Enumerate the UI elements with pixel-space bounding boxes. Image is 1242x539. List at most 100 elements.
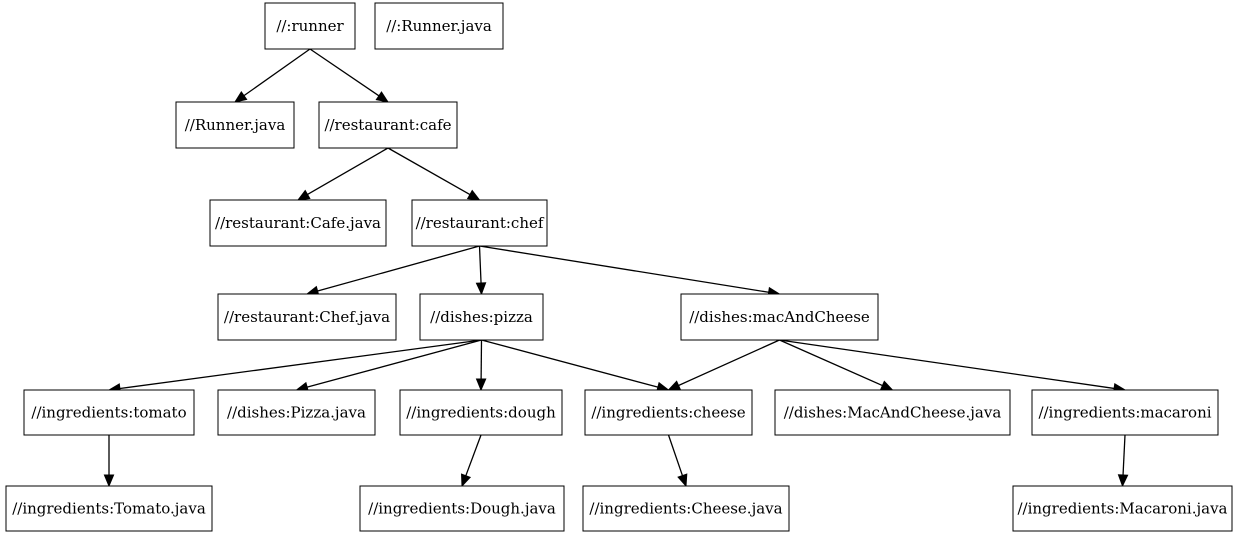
graph-edge: [475, 339, 487, 392]
node-box[interactable]: [774, 389, 1011, 436]
graph-node-ing_macaroni[interactable]: //ingredients:macaroni: [1031, 389, 1219, 436]
graph-edge: [461, 434, 482, 488]
edge-line: [667, 434, 684, 476]
graph-node-ing_dough[interactable]: //ingredients:dough: [399, 389, 563, 436]
edge-line: [119, 339, 482, 390]
node-label: //restaurant:cafe: [324, 116, 451, 134]
node-label: //dishes:macAndCheese: [689, 308, 870, 326]
edge-line: [779, 339, 883, 387]
node-box[interactable]: [318, 101, 458, 149]
graph-node-ing_dough_java[interactable]: //ingredients:Dough.java: [359, 485, 565, 532]
node-box[interactable]: [23, 389, 195, 436]
node-label: //restaurant:Chef.java: [224, 308, 390, 326]
node-box[interactable]: [1031, 389, 1219, 436]
node-box[interactable]: [582, 485, 790, 532]
edge-line: [243, 48, 311, 97]
graph-node-ing_cheese_java[interactable]: //ingredients:Cheese.java: [582, 485, 790, 532]
edge-arrowhead-icon: [103, 474, 115, 488]
edge-layer: [103, 48, 1129, 488]
node-box[interactable]: [175, 101, 295, 149]
graph-node-runner_java[interactable]: //Runner.java: [175, 101, 295, 149]
graph-node-dishes_macandcheese[interactable]: //dishes:macAndCheese: [680, 293, 879, 341]
node-box[interactable]: [217, 293, 397, 341]
graph-edge: [103, 435, 115, 488]
edge-arrowhead-icon: [466, 189, 481, 201]
graph-node-ing_cheese[interactable]: //ingredients:cheese: [584, 389, 753, 436]
edge-arrowhead-icon: [475, 282, 487, 296]
node-layer: //:runner //:Runner.java //Runner.java //re…: [5, 2, 1233, 532]
graph-node-ing_tomato[interactable]: //ingredients:tomato: [23, 389, 195, 436]
graph-edge: [481, 339, 670, 393]
graph-node-dishes_pizza[interactable]: //dishes:pizza: [419, 293, 544, 341]
edge-line: [1122, 434, 1126, 476]
edge-line: [306, 339, 482, 388]
graph-edge: [233, 48, 311, 103]
node-box[interactable]: [680, 293, 879, 341]
node-label: //ingredients:Macaroni.java: [1017, 500, 1227, 518]
node-box[interactable]: [5, 485, 213, 532]
graph-edge: [305, 245, 480, 297]
graph-node-dishes_pizza_java[interactable]: //dishes:Pizza.java: [217, 389, 376, 436]
graph-node-restaurant_chef_java[interactable]: //restaurant:Chef.java: [217, 293, 397, 341]
node-label: //ingredients:Cheese.java: [589, 500, 782, 518]
node-label: //ingredients:Tomato.java: [12, 500, 206, 518]
edge-line: [317, 245, 480, 292]
node-label: //restaurant:Cafe.java: [215, 214, 381, 232]
edge-arrowhead-icon: [475, 378, 487, 392]
node-box[interactable]: [264, 2, 356, 50]
edge-line: [479, 245, 769, 293]
edge-arrowhead-icon: [879, 380, 894, 391]
graph-node-restaurant_cafe[interactable]: //restaurant:cafe: [318, 101, 458, 149]
node-label: //dishes:Pizza.java: [227, 404, 366, 422]
graph-edge: [479, 245, 781, 298]
node-label: //dishes:MacAndCheese.java: [784, 404, 1002, 422]
graph-node-restaurant_cafe_java[interactable]: //restaurant:Cafe.java: [209, 199, 387, 247]
node-box[interactable]: [584, 389, 753, 436]
node-label: //ingredients:Dough.java: [368, 500, 556, 518]
node-label: //ingredients:cheese: [591, 404, 745, 422]
graph-edge: [309, 48, 390, 103]
graph-node-runner_java_root[interactable]: //:Runner.java: [374, 2, 504, 50]
graph-edge: [296, 147, 389, 201]
graph-edge: [1117, 434, 1129, 488]
node-label: //:Runner.java: [386, 17, 492, 35]
node-label: //ingredients:tomato: [31, 404, 186, 422]
node-label: //restaurant:chef: [416, 214, 545, 232]
node-box[interactable]: [374, 2, 504, 50]
graph-edge: [387, 147, 481, 201]
node-box[interactable]: [217, 389, 376, 436]
graph-node-runner[interactable]: //:runner: [264, 2, 356, 50]
edge-line: [387, 147, 471, 196]
node-label: //Runner.java: [185, 116, 286, 134]
edge-arrowhead-icon: [461, 473, 472, 488]
edge-arrowhead-icon: [233, 90, 248, 103]
graph-edge: [475, 245, 487, 296]
node-label: //ingredients:dough: [406, 404, 556, 422]
graph-edge: [667, 434, 688, 488]
node-box[interactable]: [1012, 485, 1233, 532]
edge-arrowhead-icon: [375, 91, 390, 103]
graph-edge: [779, 339, 894, 391]
edge-line: [307, 147, 389, 196]
node-box[interactable]: [359, 485, 565, 532]
edge-arrowhead-icon: [1117, 474, 1129, 488]
edge-line: [478, 245, 482, 284]
node-box[interactable]: [419, 293, 544, 341]
edge-arrowhead-icon: [677, 473, 688, 488]
node-label: //ingredients:macaroni: [1038, 404, 1211, 422]
graph-node-ing_macaroni_java[interactable]: //ingredients:Macaroni.java: [1012, 485, 1233, 532]
graph-edge: [779, 339, 1127, 394]
node-box[interactable]: [399, 389, 563, 436]
graph-node-dishes_mac_java[interactable]: //dishes:MacAndCheese.java: [774, 389, 1011, 436]
graph-node-ing_tomato_java[interactable]: //ingredients:Tomato.java: [5, 485, 213, 532]
edge-line: [779, 339, 1115, 390]
node-box[interactable]: [209, 199, 387, 247]
edge-arrowhead-icon: [296, 189, 311, 201]
edge-line: [309, 48, 380, 97]
edge-line: [465, 434, 482, 476]
graph-node-restaurant_chef[interactable]: //restaurant:chef: [411, 199, 548, 247]
node-box[interactable]: [411, 199, 548, 247]
edge-arrowhead-icon: [667, 380, 682, 391]
